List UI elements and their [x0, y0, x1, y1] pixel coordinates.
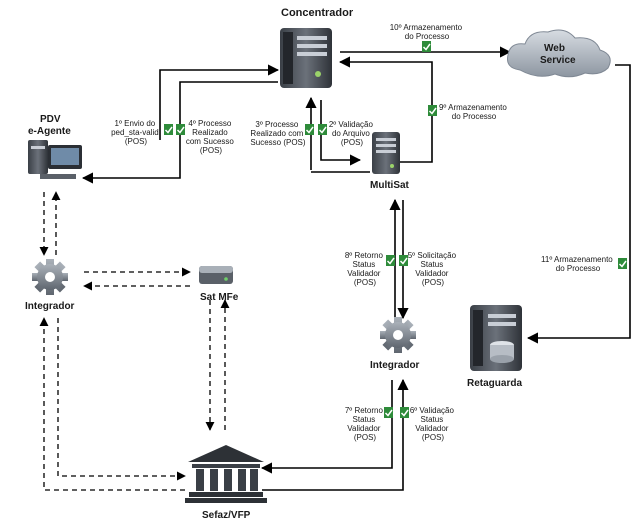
pdv-label-line2: e-Agente [28, 126, 71, 137]
step-5-line3: Validador [415, 269, 449, 278]
retaguarda-server-icon [470, 305, 522, 371]
step-6-doc-icon [399, 406, 410, 419]
svg-text:6º Validação Status: 6º Validação Status Validador (POS) [410, 406, 456, 442]
step-7-label: 7º Retorno Status Validador (POS) [345, 406, 394, 442]
pdv-computer-icon [28, 140, 82, 179]
step-11-line1: 11º Armazenamento [541, 255, 613, 264]
multisat-label: MultiSat [370, 180, 410, 191]
concentrador-label: Concentrador [281, 7, 354, 19]
sat-mfe-device-icon [199, 266, 233, 284]
step-4-line4: (POS) [200, 146, 223, 155]
line-concentrador-to-multisat [320, 100, 362, 166]
svg-text:1º Envio do ped_sta-vali: 1º Envio do ped_sta-valid (POS) [111, 119, 161, 146]
step-4-label: 4º Processo Realizado com Sucesso (POS) [175, 119, 236, 155]
step-3-line2: Realizado com [250, 129, 303, 138]
sefaz-label: Sefaz/VFP [202, 510, 251, 521]
step-3-line3: Sucesso (POS) [250, 138, 305, 147]
step-9-line2: do Processo [452, 112, 497, 121]
web-service-label-line1: Web [544, 43, 565, 54]
step-11-label: 11º Armazenamento do Processo [541, 255, 628, 273]
step-10-label: 10º Armazenamento do Processo [390, 23, 465, 53]
integrador-left-gear-icon [32, 259, 68, 295]
step-1-line2: ped_sta-valid [111, 128, 159, 137]
step-6-line3: Validador [415, 424, 449, 433]
retaguarda-label: Retaguarda [467, 378, 522, 389]
svg-text:11º Armazenamento do Pro: 11º Armazenamento do Processo [541, 255, 615, 273]
step-5-line4: (POS) [422, 278, 445, 287]
step-7-line3: Validador [347, 424, 381, 433]
multisat-server-icon [372, 132, 400, 174]
dash-integrador-to-sefaz [57, 318, 186, 481]
step-8-line2: Status [353, 260, 376, 269]
svg-text:9º Armazenamento do Proc: 9º Armazenamento do Processo [439, 103, 509, 121]
step-8-line3: Validador [347, 269, 381, 278]
step-3-line1: 3º Processo [255, 120, 298, 129]
line-pdv-to-concentrador [159, 64, 280, 140]
step-11-line2: do Processo [556, 264, 601, 273]
step-1-doc-icon [163, 123, 174, 136]
concentrador-server-icon [280, 28, 332, 88]
step-2-doc-icon [317, 123, 328, 136]
step-10-line1: 10º Armazenamento [390, 23, 463, 32]
step-9-label: 9º Armazenamento do Processo [427, 103, 509, 121]
step-2-line3: (POS) [341, 138, 364, 147]
line-webservice-to-retaguarda [526, 64, 631, 344]
step-6-label: 6º Validação Status Validador (POS) [399, 406, 456, 442]
step-8-line4: (POS) [354, 278, 377, 287]
step-3-label: 3º Processo Realizado com Sucesso (POS) [250, 120, 315, 147]
sat-mfe-label: Sat MFe [200, 292, 239, 303]
svg-text:5º Solicitação Status: 5º Solicitação Status Validador (POS) [408, 251, 459, 287]
step-3-doc-icon [304, 123, 315, 136]
svg-text:7º Retorno Status: 7º Retorno Status Validador (POS) [345, 406, 385, 442]
step-4-line2: Realizado [192, 128, 228, 137]
integrador-right-gear-icon [380, 317, 416, 353]
step-4-line1: 4º Processo [188, 119, 231, 128]
step-2-line1: 2º Validação [329, 120, 374, 129]
line-sefaz-to-integrador [262, 378, 409, 491]
step-6-line1: 6º Validação [410, 406, 455, 415]
step-9-doc-icon [427, 104, 438, 117]
step-7-line4: (POS) [354, 433, 377, 442]
step-9-line1: 9º Armazenamento [439, 103, 507, 112]
svg-text:2º Validação do Arquivo: 2º Validação do Arquivo (POS) [329, 120, 375, 147]
step-8-line1: 8º Retorno [345, 251, 384, 260]
step-6-line4: (POS) [422, 433, 445, 442]
step-5-doc-icon [398, 254, 409, 267]
step-1-line3: (POS) [125, 137, 148, 146]
step-2-line2: do Arquivo [332, 129, 370, 138]
dash-sefaz-to-integrador [39, 317, 185, 491]
step-8-doc-icon [385, 254, 396, 267]
step-5-label: 5º Solicitação Status Validador (POS) [398, 251, 459, 287]
step-5-line2: Status [421, 260, 444, 269]
pdv-label-line1: PDV [40, 114, 61, 125]
step-7-doc-icon [383, 406, 394, 419]
step-1-label: 1º Envio do ped_sta-valid (POS) [111, 119, 174, 146]
step-4-line3: com Sucesso [186, 137, 235, 146]
step-4-doc-icon [175, 123, 186, 136]
svg-text:8º Retorno Status: 8º Retorno Status Validador (POS) [345, 251, 385, 287]
step-6-line2: Status [421, 415, 444, 424]
step-10-doc-icon [421, 40, 432, 53]
web-service-label-line2: Service [540, 55, 576, 66]
step-2-label: 2º Validação do Arquivo (POS) [317, 120, 375, 147]
svg-text:4º Processo Realizado: 4º Processo Realizado com Sucesso (POS) [186, 119, 236, 155]
integrador-right-label: Integrador [370, 360, 420, 371]
svg-text:10º Armazenamento do Pro: 10º Armazenamento do Processo [390, 23, 465, 41]
svg-text:3º Processo Realizado co: 3º Processo Realizado com Sucesso (POS) [250, 120, 305, 147]
step-11-doc-icon [617, 257, 628, 270]
step-1-line1: 1º Envio do [115, 119, 156, 128]
step-5-line1: 5º Solicitação [408, 251, 457, 260]
integrador-left-label: Integrador [25, 301, 75, 312]
sefaz-building-icon [185, 445, 267, 503]
step-7-line2: Status [353, 415, 376, 424]
step-8-label: 8º Retorno Status Validador (POS) [345, 251, 396, 287]
step-7-line1: 7º Retorno [345, 406, 384, 415]
web-service-cloud-icon [507, 29, 611, 78]
step-10-line2: do Processo [405, 32, 450, 41]
